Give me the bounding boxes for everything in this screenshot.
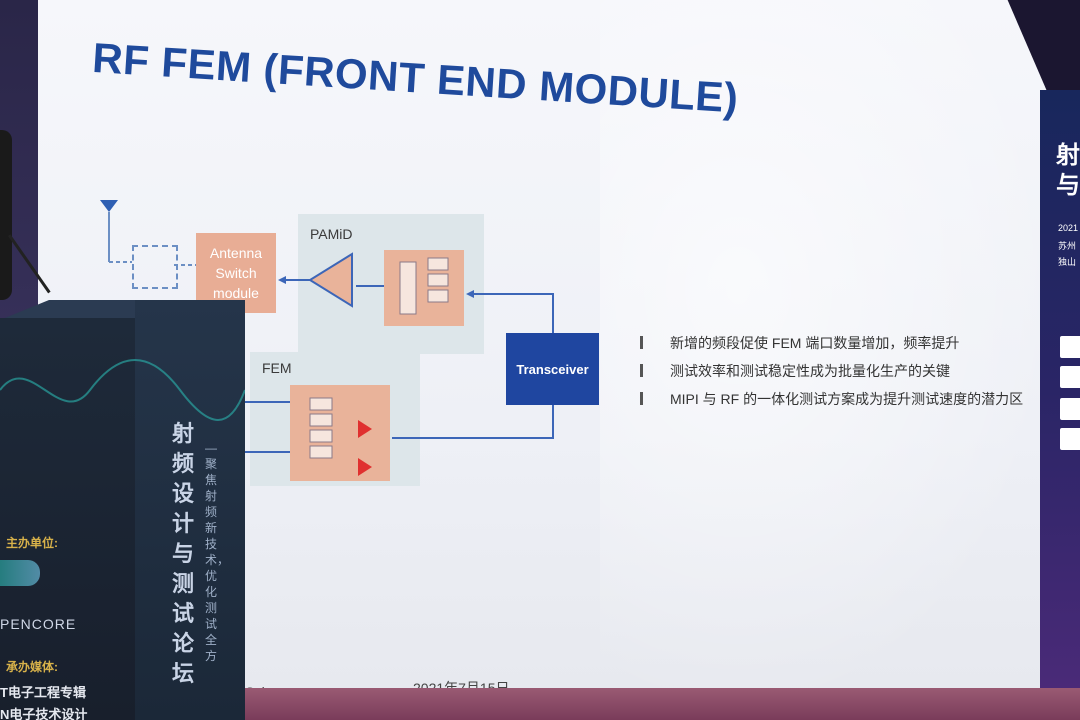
organizer-logo	[0, 560, 40, 586]
bullet-mark	[640, 392, 643, 405]
antenna-switch-line-3: module	[213, 285, 259, 301]
fem-filter-icons	[309, 397, 333, 459]
fem-label: FEM	[262, 360, 292, 376]
pamid-filter-icons	[399, 257, 449, 315]
podium-media-label: 承办媒体:	[6, 660, 58, 674]
sponsor-logo	[1060, 428, 1080, 450]
pamid-filter-block	[384, 250, 464, 326]
fem-amplifier-icon-1	[358, 420, 372, 438]
screen-glare	[600, 0, 1060, 720]
right-banner-date: 2021	[1058, 223, 1079, 233]
sponsor-logo	[1060, 366, 1080, 388]
antenna-switch-module: Antenna Switch module	[196, 233, 276, 313]
trx-to-fem-arrow	[392, 405, 554, 439]
podium-wave-graphic	[0, 359, 245, 421]
sponsor-logo	[1060, 336, 1080, 358]
podium-media-1: T电子工程专辑	[0, 685, 86, 700]
fem-filter-block	[290, 385, 390, 481]
bullet-mark	[640, 336, 643, 349]
speaker-silhouette	[0, 130, 12, 300]
podium-opencore: PENCORE	[0, 616, 77, 632]
bullet-mark	[640, 364, 643, 377]
tuner-dashed-box	[132, 245, 178, 289]
event-banner-right	[1040, 90, 1080, 690]
bullet-item: 测试效率和测试稳定性成为批量化生产的关键	[640, 362, 1023, 390]
podium-side	[135, 300, 245, 720]
transceiver-block: Transceiver	[506, 333, 599, 405]
podium-sponsor-label: 主办单位:	[6, 536, 58, 550]
right-banner-loc2: 独山	[1058, 257, 1077, 267]
trx-to-pamid-head	[466, 290, 474, 298]
right-banner-title: 射 与	[1056, 141, 1080, 199]
antenna-switch-line-2: Switch	[215, 265, 257, 281]
podium-subtitle: —聚焦射频新技术，优化测试全方	[205, 441, 230, 663]
bullet-list: 新增的频段促使 FEM 端口数量增加，频率提升 测试效率和测试稳定性成为批量化生…	[640, 334, 1023, 418]
stage-floor	[230, 688, 1080, 720]
pamid-label: PAMiD	[310, 226, 353, 242]
sponsor-logo	[1060, 398, 1080, 420]
bullet-item: MIPI 与 RF 的一体化测试方案成为提升测试速度的潜力区	[640, 390, 1023, 418]
pamid-arrow-head	[278, 276, 286, 284]
pamid-amplifier-icon	[308, 252, 353, 308]
antenna-switch-line-1: Antenna	[209, 245, 263, 261]
trx-to-pamid-arrow	[470, 293, 554, 333]
podium-front	[0, 318, 135, 720]
fem-amplifier-icon-2	[358, 458, 372, 476]
bullet-item: 新增的频段促使 FEM 端口数量增加，频率提升	[640, 334, 1023, 362]
podium-title: 射 频 设 计 与 测 试 论 坛	[172, 422, 195, 687]
right-banner-loc1: 苏州	[1058, 241, 1077, 251]
podium-media-2: N电子技术设计	[0, 707, 88, 720]
antenna-icon	[100, 200, 132, 263]
